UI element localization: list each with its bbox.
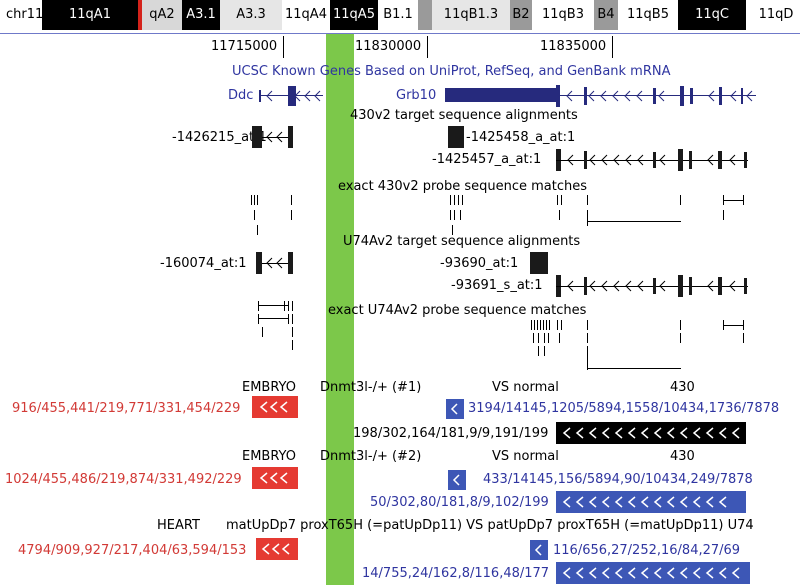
ideogram-band[interactable]: 11qA4 — [282, 0, 330, 30]
experiment-score-left[interactable]: 916/455,441/219,771/331,454/229 — [12, 401, 241, 416]
probe-label[interactable]: -93690_at:1 — [440, 256, 519, 271]
track-title-exact-430v2-matches[interactable]: exact 430v2 probe sequence matches — [338, 179, 588, 194]
experiment-platform: 430 — [670, 449, 695, 464]
experiment-score-right[interactable]: 433/14145,156/5894,90/10434,249/7878 — [483, 472, 753, 487]
probe-feature[interactable] — [448, 126, 464, 148]
ideogram-band[interactable]: 11qB1.3 — [432, 0, 510, 30]
ideogram-band[interactable]: B2 — [510, 0, 532, 30]
ideogram-band[interactable]: A3.3 — [220, 0, 282, 30]
gene-label-grb10[interactable]: Grb10 — [396, 88, 437, 103]
centromere-marker — [138, 0, 142, 30]
expression-box-blue-wide[interactable] — [556, 562, 750, 584]
probe-label[interactable]: -1425457_a_at:1 — [432, 152, 542, 167]
experiment-description: matUpDp7 proxT65H (=patUpDp11) VS patUpD… — [226, 518, 754, 533]
experiment-score-left[interactable]: 4794/909,927/217,404/63,594/153 — [18, 543, 247, 558]
probe-label[interactable]: -1425458_a_at:1 — [466, 130, 576, 145]
probe-label[interactable]: -1426215_at:1 — [172, 130, 267, 145]
probe-label[interactable]: -160074_at:1 — [160, 256, 247, 271]
experiment-score-right[interactable]: 14/755,24/162,8/116,48/177 — [362, 566, 550, 581]
ideogram-band[interactable]: B4 — [594, 0, 618, 30]
expression-box-blue[interactable] — [530, 540, 548, 560]
experiment-tissue: EMBRYO — [242, 449, 297, 464]
probe-feature[interactable] — [530, 252, 548, 274]
experiment-condition: Dnmt3l-/+ (#2) — [320, 449, 422, 464]
experiment-score-right[interactable]: 50/302,80/181,8/9,102/199 — [370, 495, 549, 510]
ruler-tick-label: 11830000 — [355, 39, 422, 54]
ruler-tick-label: 11715000 — [211, 39, 278, 54]
expression-box-blue-wide[interactable] — [556, 491, 746, 513]
ideogram-band[interactable]: 11qD — [746, 0, 800, 30]
experiment-tissue: HEART — [157, 518, 200, 533]
experiment-platform: 430 — [670, 380, 695, 395]
ideogram-band[interactable]: 11qB3 — [532, 0, 594, 30]
experiment-score-right[interactable]: 116/656,27/252,16/84,27/69 — [553, 543, 741, 558]
ideogram-band[interactable]: 11qC — [678, 0, 746, 30]
expression-box-blue[interactable] — [448, 470, 466, 490]
ideogram-divider — [0, 33, 800, 34]
ruler-tick — [427, 36, 428, 58]
experiment-tissue: EMBRYO — [242, 380, 297, 395]
expression-box-red[interactable] — [252, 396, 298, 418]
track-title-430v2-target[interactable]: 430v2 target sequence alignments — [350, 108, 578, 123]
known-genes-track-title[interactable]: UCSC Known Genes Based on UniProt, RefSe… — [232, 64, 671, 79]
gene-label-ddc[interactable]: Ddc — [228, 88, 254, 103]
expression-box-red[interactable] — [252, 467, 298, 489]
track-title-exact-u74av2-matches[interactable]: exact U74Av2 probe sequence matches — [328, 303, 587, 318]
ruler-tick — [283, 36, 284, 58]
ideogram-band[interactable]: A3.1 — [182, 0, 220, 30]
experiment-comparison: VS normal — [492, 449, 559, 464]
experiment-comparison: VS normal — [492, 380, 559, 395]
expression-box-blue[interactable] — [446, 399, 464, 419]
experiment-score-right[interactable]: 3194/14145,1205/5894,1558/10434,1736/787… — [468, 401, 780, 416]
chromosome-label: chr11 — [6, 7, 44, 22]
experiment-score-left[interactable]: 1024/455,486/219,874/331,492/229 — [5, 472, 242, 487]
ideogram-band[interactable]: 11qB5 — [618, 0, 678, 30]
expression-box-black[interactable] — [556, 422, 746, 444]
expression-box-red[interactable] — [256, 538, 298, 560]
highlight-region — [326, 34, 354, 585]
ideogram-band[interactable]: B1.1 — [378, 0, 418, 30]
experiment-score-right[interactable]: 198/302,164/181,9/9,191/199 — [353, 426, 549, 441]
track-title-u74av2-target[interactable]: U74Av2 target sequence alignments — [343, 234, 581, 249]
ideogram-band[interactable]: qA2 — [142, 0, 182, 30]
ideogram-band[interactable]: 11qA1 — [42, 0, 138, 30]
probe-label[interactable]: -93691_s_at:1 — [451, 278, 543, 293]
ruler-tick — [612, 36, 613, 58]
ideogram-band[interactable] — [418, 0, 432, 30]
ideogram-band[interactable]: 11qA5 — [330, 0, 378, 30]
ruler-tick-label: 11835000 — [540, 39, 607, 54]
experiment-condition: Dnmt3l-/+ (#1) — [320, 380, 422, 395]
